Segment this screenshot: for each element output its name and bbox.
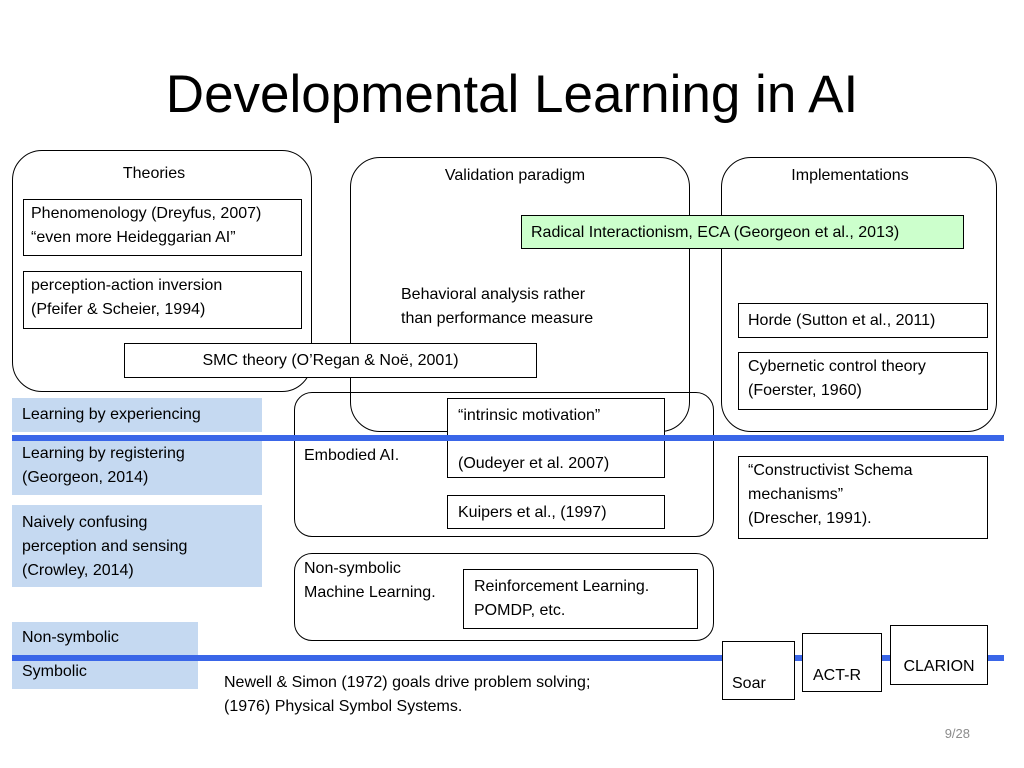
symbolic-label: Symbolic [12,658,198,689]
experiencing-divider-line [12,435,1004,441]
phenomenology-box: Phenomenology (Dreyfus, 2007) “even more… [23,199,302,256]
embodied-ai-frame [294,392,714,537]
non-symbolic-ml-text: Non-symbolic Machine Learning. [304,560,436,601]
newell-simon-text: Newell & Simon (1972) goals drive proble… [224,674,591,715]
horde-box: Horde (Sutton et al., 2011) [738,303,988,338]
kuipers-box: Kuipers et al., (1997) [447,495,665,529]
soar-box: Soar [722,641,795,700]
act-r-box: ACT-R [802,633,882,692]
radical-interactionism-box: Radical Interactionism, ECA (Georgeon et… [521,215,964,249]
theories-header: Theories [122,165,186,182]
smc-theory-box: SMC theory (O’Regan & Noë, 2001) [124,343,537,378]
validation-header: Validation paradigm [444,167,586,184]
learning-by-registering-label: Learning by registering (Georgeon, 2014) [12,440,262,495]
learning-by-experiencing-label: Learning by experiencing [12,398,262,432]
non-symbolic-label: Non-symbolic [12,622,198,655]
clarion-box: CLARION [890,625,988,685]
slide-title: Developmental Learning in AI [165,65,859,124]
implementations-header: Implementations [791,167,909,184]
naively-confusing-label: Naively confusing perception and sensing… [12,505,262,587]
behavioral-analysis-text: Behavioral analysis rather than performa… [401,286,594,327]
constructivist-box: “Constructivist Schema mechanisms” (Dres… [738,456,988,539]
symbolic-divider-line [12,655,1004,661]
perception-action-box: perception-action inversion (Pfeifer & S… [23,271,302,329]
reinforcement-learning-box: Reinforcement Learning. POMDP, etc. [463,569,698,629]
oudeyer-label: (Oudeyer et al. 2007) [458,455,610,472]
embodied-ai-text: Embodied AI. [304,447,400,464]
theories-frame [12,150,312,392]
intrinsic-motivation-label: “intrinsic motivation” [458,407,601,424]
machine-learning-frame [294,553,714,641]
page-number: 9/28 [944,726,970,741]
implementations-frame [721,157,997,432]
cybernetic-box: Cybernetic control theory (Foerster, 196… [738,352,988,410]
